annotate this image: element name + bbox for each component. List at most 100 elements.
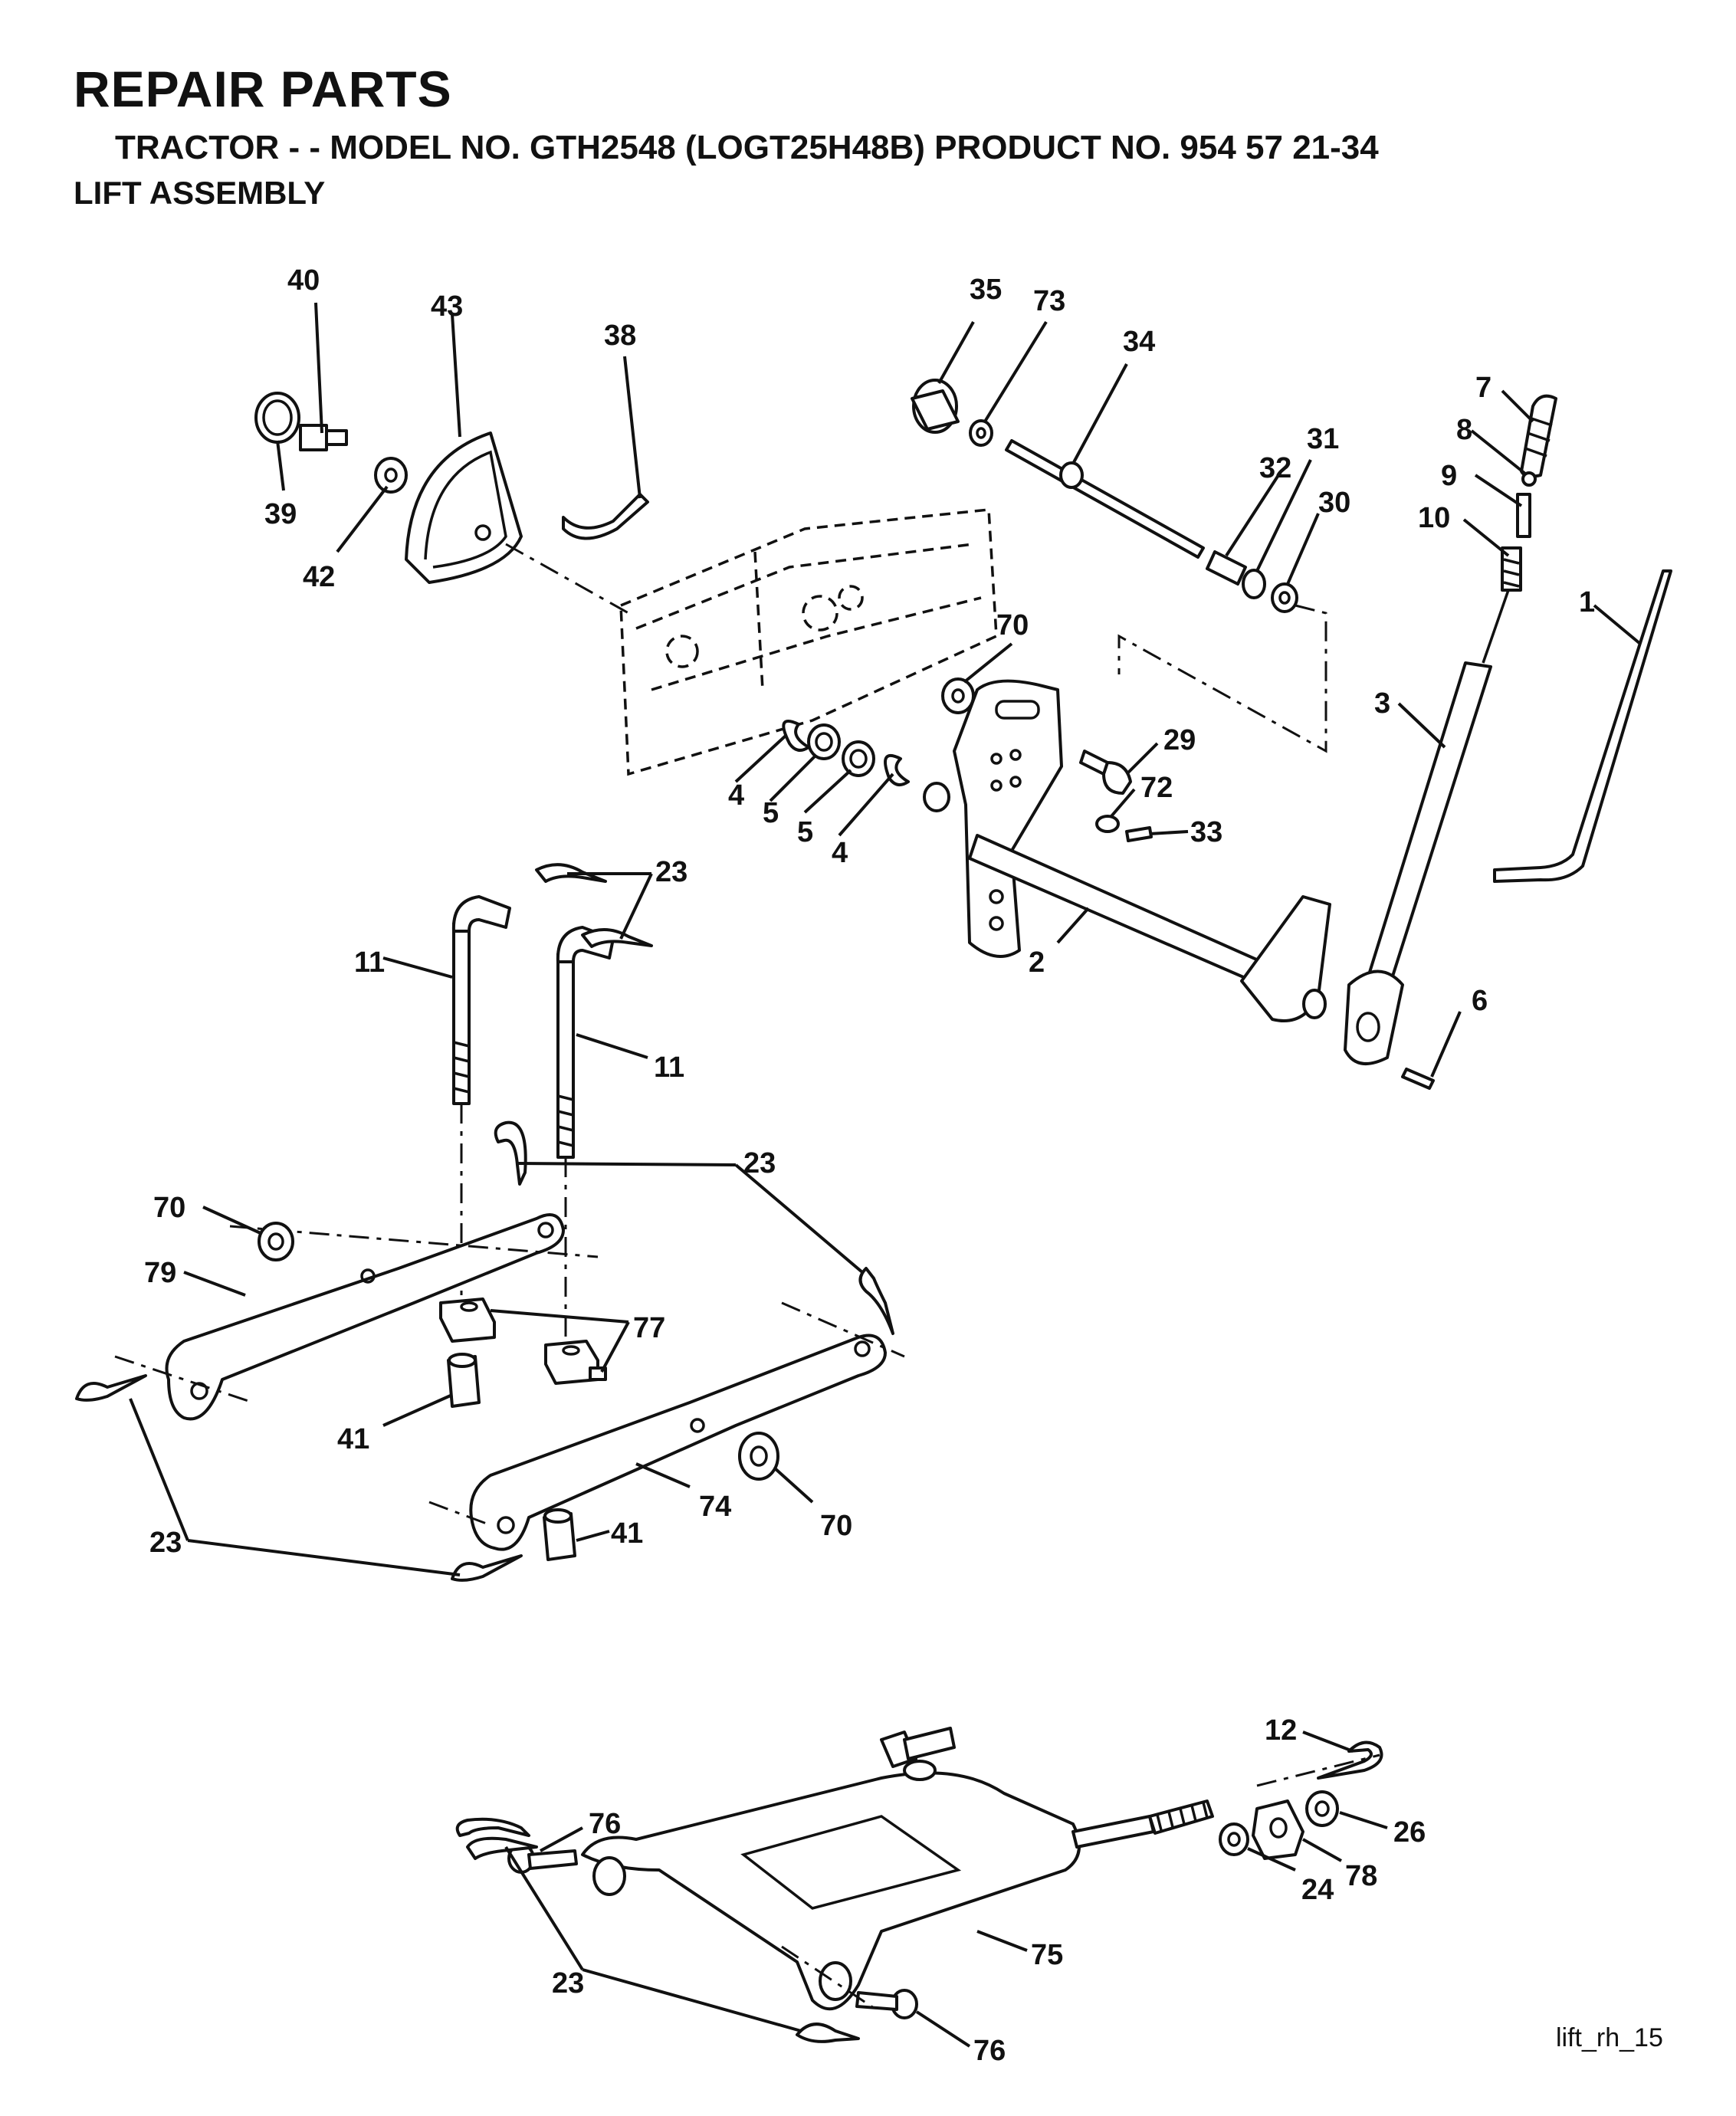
part-34-rod [1005,439,1205,559]
callout-78: 78 [1345,1860,1377,1892]
callout-12: 12 [1265,1714,1297,1747]
part-72-washer [1095,815,1120,833]
part-70-nut-left [258,1222,294,1261]
part-33-screw [1125,826,1153,842]
callout-76-top: 76 [589,1808,621,1840]
callout-77: 77 [633,1312,665,1344]
callout-23-middle: 23 [743,1147,776,1179]
part-2-lift-shaft [923,679,1331,1022]
part-5-washer-left [807,723,841,760]
callout-10: 10 [1418,502,1450,534]
part-6-bolt [1401,1068,1435,1090]
callout-38: 38 [604,320,636,352]
part-73-washer [969,419,993,447]
callout-41-right: 41 [611,1517,643,1550]
part-11-link-left [451,895,511,1105]
callout-41-left: 41 [337,1423,369,1455]
callout-40: 40 [287,264,320,297]
callout-23-bottom: 23 [552,1967,584,2000]
part-42-washer [374,457,408,494]
callout-2: 2 [1029,946,1045,979]
callout-34: 34 [1123,326,1155,358]
part-3-lift-handle [1344,661,1492,1065]
rod-hidden-path [1117,604,1327,753]
axis-line [505,543,629,615]
callout-1: 1 [1579,586,1595,618]
part-12-hairpin [1317,1740,1383,1780]
callout-23-top: 23 [655,856,688,888]
part-43-bracket [405,431,523,584]
arm-axis-b [781,1301,905,1358]
callout-33: 33 [1190,816,1222,848]
plate-axis-bottom [781,1945,875,2009]
callout-35: 35 [970,274,1002,306]
part-41-nut-right [543,1508,576,1561]
part-77-trunnion-left [439,1297,496,1343]
part-5-washer-right [842,740,875,777]
part-1-rod [1493,569,1672,883]
callout-5-right: 5 [797,816,813,848]
callout-32: 32 [1259,452,1291,484]
callout-30: 30 [1318,487,1350,519]
callout-labels: 40 43 38 39 42 35 73 34 7 8 9 10 31 32 3… [144,264,1595,2067]
callout-70-right: 70 [820,1510,852,1542]
part-70-nut-top [941,677,975,714]
callout-3: 3 [1374,687,1390,720]
part-7-grip [1520,394,1557,478]
callout-5-left: 5 [763,797,779,829]
part-41-nut-left [447,1353,481,1408]
drawing-id: lift_rh_15 [1556,2023,1663,2052]
part-4-clip-left [782,719,810,752]
callout-9: 9 [1441,460,1457,492]
callout-24: 24 [1301,1874,1334,1906]
part-74-lift-arm [469,1334,887,1551]
callout-72: 72 [1140,772,1173,804]
callout-39: 39 [264,498,297,530]
arm-axis-d [428,1501,491,1527]
part-26-nut [1305,1790,1339,1827]
section-title: LIFT ASSEMBLY [74,175,326,211]
callout-4-left: 4 [728,779,744,812]
part-8-spring [1521,471,1537,487]
callout-75: 75 [1031,1939,1063,1971]
callout-74: 74 [699,1491,731,1523]
callout-4-right: 4 [832,837,848,869]
part-79-lift-arm [165,1213,565,1421]
part-40-bolt [299,424,348,451]
part-23-hairpin-middle [75,1120,894,1582]
part-78-trunnion [1252,1799,1304,1860]
callout-76-bottom: 76 [973,2035,1006,2067]
part-35-knob [911,379,960,434]
frame-outline [619,508,998,776]
callout-29: 29 [1163,724,1196,756]
arm-axis-c [114,1355,254,1404]
leader-lines [129,302,1642,2048]
part-9-pin [1516,493,1531,538]
callout-6: 6 [1472,985,1488,1017]
part-70-nut-right [738,1432,779,1481]
callout-43: 43 [431,290,463,323]
model-subtitle: TRACTOR - - MODEL NO. GTH2548 (LOGT25H48… [115,129,1379,166]
part-23-hairpin-top [535,863,653,948]
part-31-washer [1242,569,1266,599]
part-75-mower-plate [581,1727,1214,2011]
part-38-clip [562,493,649,540]
callout-26: 26 [1393,1816,1426,1849]
part-32-spacer [1206,550,1247,586]
callout-31: 31 [1307,423,1339,455]
callout-79: 79 [144,1257,176,1289]
part-23-hairpin-bottom [455,1817,860,2043]
callout-11-left: 11 [354,946,385,979]
callout-70-top: 70 [996,609,1029,641]
part-77-trunnion-right [544,1340,607,1385]
part-39-ring [254,392,300,444]
callout-7: 7 [1475,372,1492,404]
callout-42: 42 [303,561,335,593]
callout-8: 8 [1456,414,1472,446]
part-30-nut [1271,582,1298,613]
callout-73: 73 [1033,285,1065,317]
callout-11-right: 11 [654,1051,684,1084]
page-title: REPAIR PARTS [74,61,452,117]
part-29-ferrule [1079,750,1132,795]
